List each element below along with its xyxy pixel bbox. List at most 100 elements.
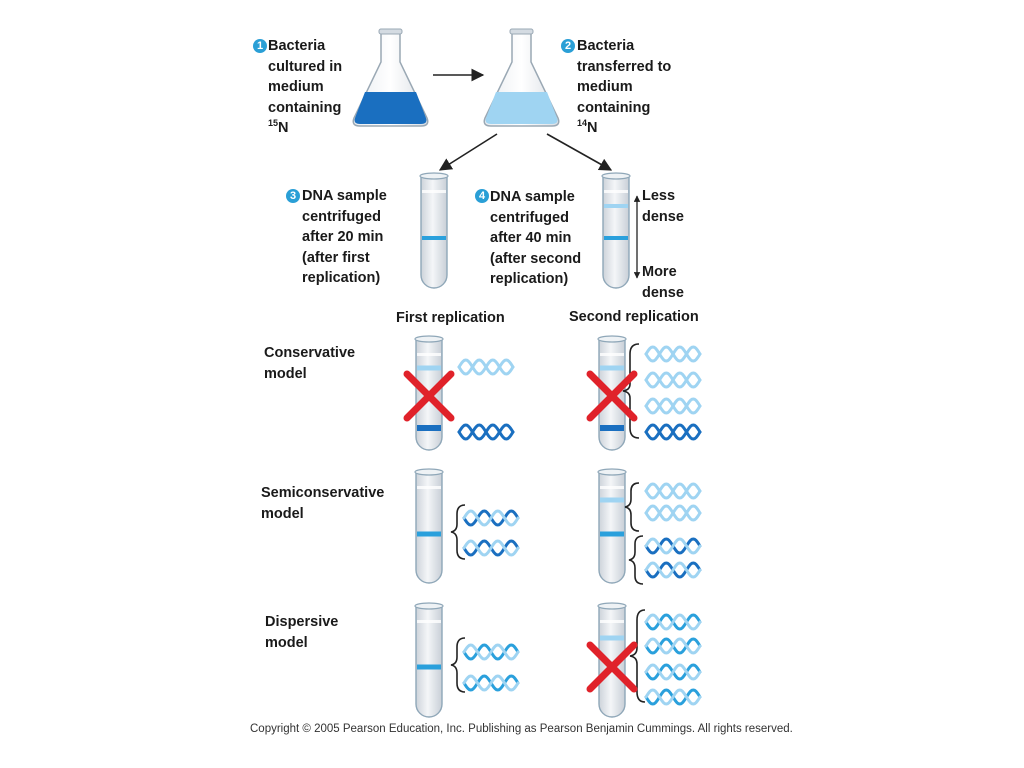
flask-15n — [352, 28, 429, 127]
step-1-label: Bacteria cultured in medium containing 1… — [268, 36, 342, 139]
isotope-element-n: N — [278, 120, 289, 136]
dna-helix-icon — [644, 423, 702, 441]
tube-rim — [419, 172, 449, 180]
tube-rim — [597, 468, 627, 476]
tube-meniscus — [600, 353, 624, 356]
dna-helix-icon — [644, 504, 702, 522]
dna-strand — [644, 637, 702, 655]
tube-rim — [601, 172, 631, 180]
x-stroke — [586, 370, 638, 422]
flask-14n — [483, 28, 560, 127]
braces — [450, 343, 646, 703]
dna-helix-icon — [644, 688, 702, 706]
density-band — [422, 236, 446, 240]
dna-helix-icon — [462, 539, 520, 557]
dna-strand — [462, 643, 520, 661]
dna-helix-icon — [644, 637, 702, 655]
reject-x-icon — [586, 370, 638, 422]
step-1-line-2: cultured in — [268, 58, 343, 75]
arrow-to-sample-1 — [438, 133, 498, 171]
tube-rim — [414, 602, 444, 610]
tube-rim — [414, 335, 444, 343]
reject-x-icon — [586, 641, 638, 693]
density-band — [600, 497, 624, 503]
dna-strand — [644, 423, 702, 441]
step-2-line-2: transferred to — [577, 58, 672, 75]
dna-helix-icon — [462, 509, 520, 527]
isotope-element-n-2: N — [587, 120, 598, 136]
copyright-notice: Copyright © 2005 Pearson Education, Inc.… — [250, 723, 793, 735]
dna-strand — [644, 537, 702, 555]
dna-strand — [644, 688, 702, 706]
density-band — [604, 236, 628, 240]
step-3-label: DNA sample centrifuged after 20 min (aft… — [302, 188, 387, 286]
dispersive-model-label: Dispersive model — [265, 614, 339, 651]
tube-body — [415, 471, 443, 584]
dna-helix-icon — [457, 358, 515, 376]
dna-strand — [644, 397, 702, 415]
density-band — [600, 425, 624, 431]
dna-helix-icon — [457, 423, 515, 441]
semiconservative-tube-1 — [414, 468, 444, 584]
dna-helix-icon — [462, 643, 520, 661]
density-band — [600, 531, 624, 537]
dna-strand — [644, 663, 702, 681]
tube-meniscus — [600, 620, 624, 623]
dna-helix-icon — [644, 345, 702, 363]
density-band — [600, 635, 624, 641]
tube-meniscus — [422, 190, 446, 193]
x-stroke — [586, 641, 638, 693]
step-4-label: DNA sample centrifuged after 40 min (aft… — [490, 189, 582, 287]
dna-strand — [457, 423, 515, 441]
dna-helix-icon — [644, 561, 702, 579]
dna-strand — [462, 674, 520, 692]
tube-body — [420, 175, 448, 289]
dispersive-tube-1 — [414, 602, 444, 718]
dna-helix-icon — [462, 674, 520, 692]
isotope-mass-15: 15 — [268, 118, 279, 129]
step-3-badge: 3 — [286, 189, 300, 203]
dna-strand — [644, 345, 702, 363]
second-replication-header: Second replication — [569, 309, 699, 325]
tube-rim — [597, 602, 627, 610]
more-dense-label: More dense — [642, 264, 684, 301]
dna-strand — [462, 509, 520, 527]
tube-meniscus — [600, 486, 624, 489]
dna-strand — [644, 482, 702, 500]
tube-body — [598, 605, 626, 718]
tube-body — [415, 605, 443, 718]
step-1-badge: 1 — [253, 39, 267, 53]
step-2-line-3: medium — [577, 79, 633, 95]
step-2-label: Bacteria transferred to medium containin… — [577, 36, 671, 139]
dna-helix-icon — [644, 613, 702, 631]
arrow-to-sample-2 — [546, 133, 613, 171]
step-1-line-3: medium — [268, 79, 324, 95]
tube-rim — [414, 468, 444, 476]
isotope-mass-14: 14 — [577, 118, 588, 129]
reject-x-icon — [403, 370, 455, 422]
dna-strand — [644, 613, 702, 631]
dna-helix-icon — [644, 397, 702, 415]
dna-strand — [457, 358, 515, 376]
tube-rim — [597, 335, 627, 343]
dna-helix-icon — [644, 482, 702, 500]
tube-meniscus — [417, 486, 441, 489]
tube-meniscus — [417, 353, 441, 356]
sample-tube-1 — [419, 172, 449, 289]
dna-strand — [644, 561, 702, 579]
semiconservative-tube-2 — [597, 468, 627, 584]
density-band — [600, 365, 624, 371]
dna-helix-icon — [644, 537, 702, 555]
step-2-line-1: Bacteria — [577, 38, 635, 54]
less-dense-label: Less dense — [642, 188, 684, 225]
dna-helices — [457, 345, 702, 706]
x-stroke — [403, 370, 455, 422]
rejection-marks — [403, 370, 638, 693]
dispersive-tube-2 — [597, 602, 627, 718]
semiconservative-model-label: Semiconservative model — [261, 485, 385, 522]
density-band — [604, 204, 628, 208]
density-band — [417, 664, 441, 670]
sample-tube-2 — [601, 172, 631, 289]
